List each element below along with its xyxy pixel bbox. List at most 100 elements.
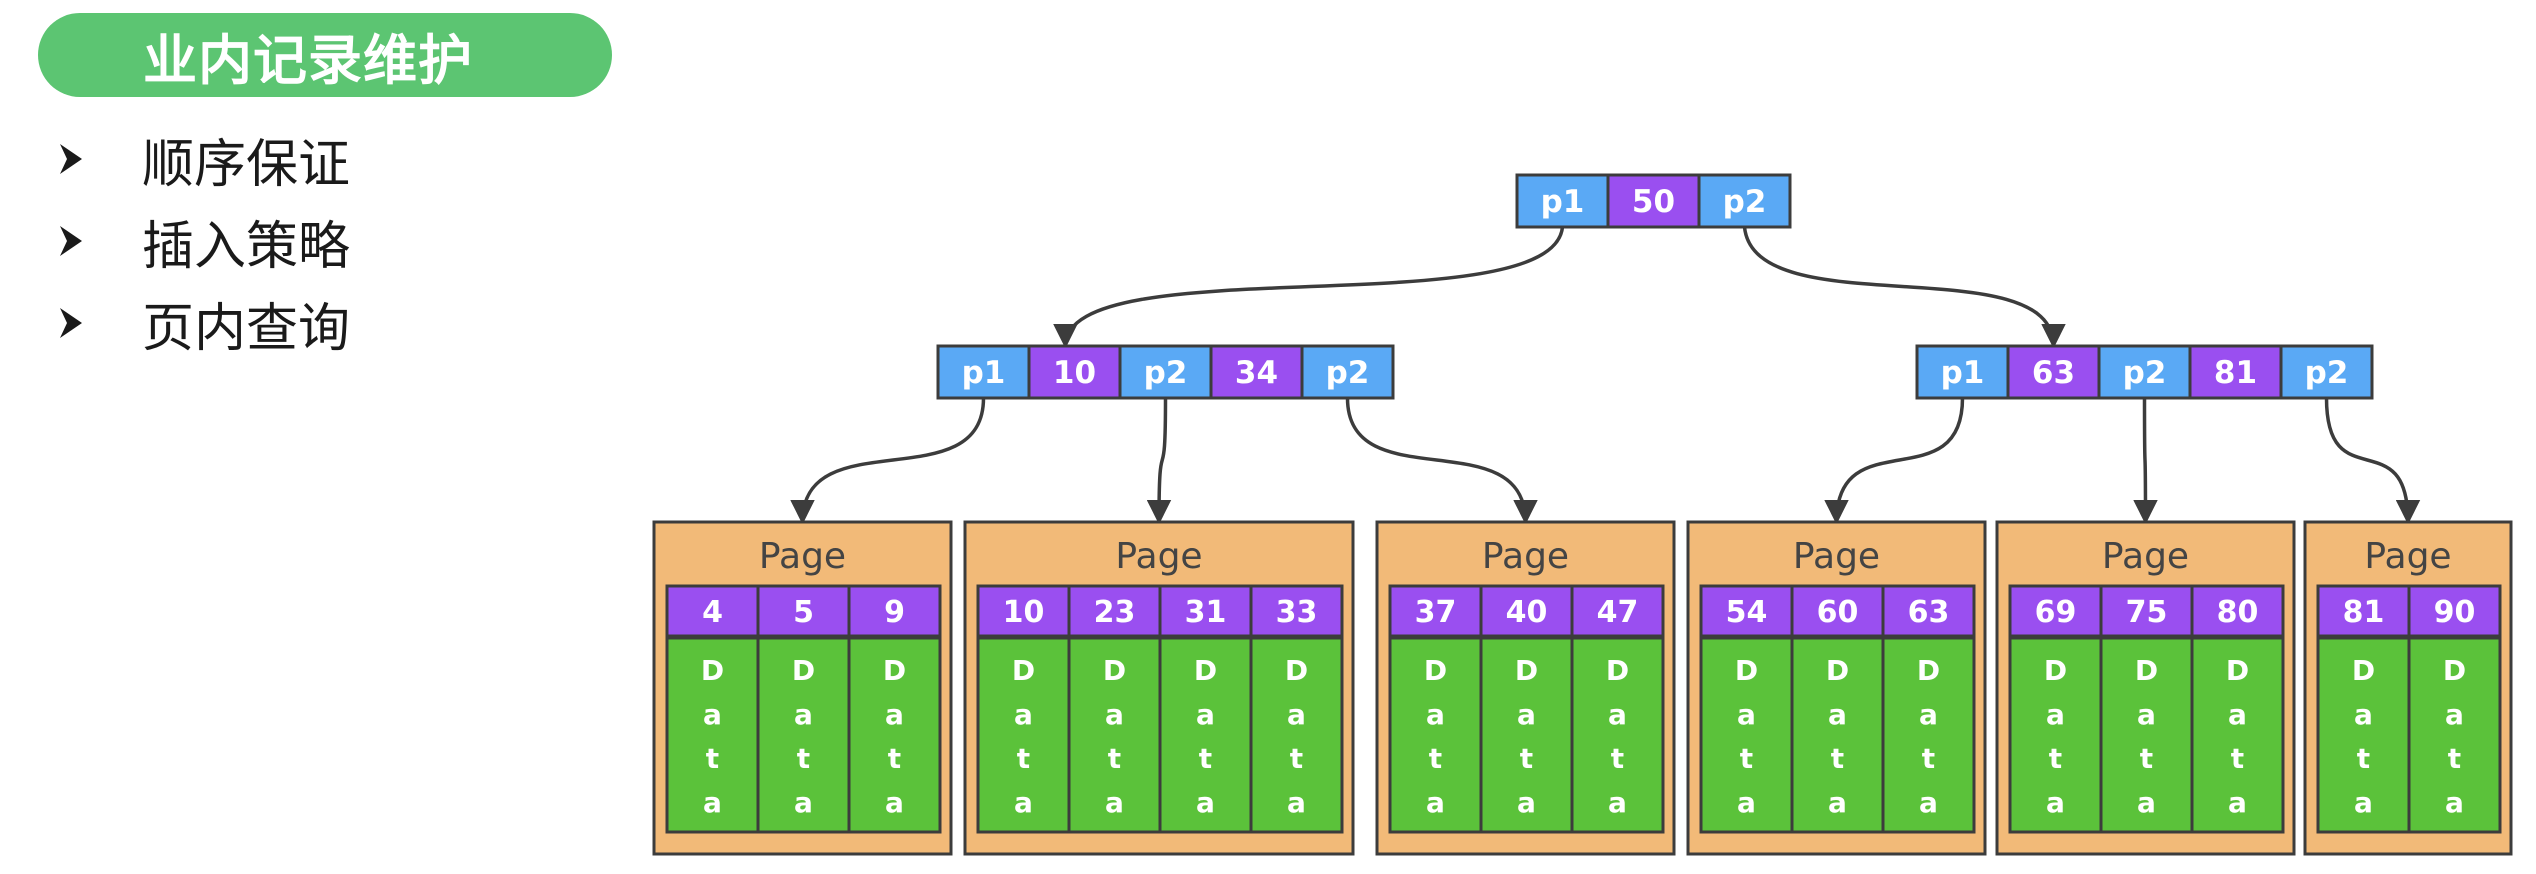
tree-edge [790,397,986,525]
record-data-letter: t [1290,742,1303,775]
pointer-label: p2 [1326,355,1370,391]
record-key-cell [1570,584,1665,638]
pointer-label: p2 [1723,184,1767,220]
record-data-letter: t [1831,742,1844,775]
tree-edge [1824,397,1965,525]
key-cell [1606,173,1701,229]
record-data-letter: t [797,742,810,775]
record-data-letter: t [1520,742,1533,775]
record-data-letter: D [1735,654,1758,687]
record-data-letter: D [701,654,724,687]
key-cell [2006,344,2101,400]
record-data-letter: a [1517,698,1536,731]
record-key-label: 33 [1276,595,1318,630]
page-label: Page [1793,536,1880,577]
record-data-letter: a [2228,786,2247,819]
page-label: Page [2364,536,2451,577]
record-data-letter: t [1017,742,1030,775]
record-key-label: 10 [1003,595,1045,630]
record-key-label: 75 [2126,595,2168,630]
bullet-label: 页内查询 [142,298,351,359]
bullet-item-order: 顺序保证 [60,118,350,200]
record-key-label: 37 [1415,595,1457,630]
record-data-cell [1479,636,1574,834]
record-data-letter: a [885,698,904,731]
record-data-cell [2190,636,2285,834]
record-data-letter: t [1740,742,1753,775]
record-data-letter: t [1611,742,1624,775]
record-data-letter: t [1108,742,1121,775]
record-key-cell [1881,584,1976,638]
record-data-letter: a [1737,698,1756,731]
record-data-cell [2316,636,2411,834]
bullet-item-search: 页内查询 [60,282,350,364]
key-label: 81 [2214,355,2257,391]
tree-edge [1146,397,1172,525]
record-key-cell [2407,584,2502,638]
pointer-label: p2 [1144,355,1188,391]
record-data-letter: a [1426,786,1445,819]
record-data-letter: D [792,654,815,687]
pointer-label: p1 [1541,184,1585,220]
record-key-cell [756,584,851,638]
record-data-letter: D [1194,654,1217,687]
record-key-label: 60 [1817,595,1859,630]
tree-edge [1742,226,2066,349]
record-data-letter: a [2046,786,2065,819]
tree-edge [1345,397,1538,525]
record-data-letter: D [1424,654,1447,687]
record-data-letter: t [2357,742,2370,775]
pointer-cell [1118,344,1213,400]
record-data-letter: D [1103,654,1126,687]
record-key-cell [2008,584,2103,638]
record-key-label: 90 [2434,595,2476,630]
record-data-letter: D [1285,654,1308,687]
record-data-letter: a [794,698,813,731]
record-data-letter: a [1828,698,1847,731]
record-data-letter: a [2137,786,2156,819]
record-data-letter: a [703,698,722,731]
bullet-list: 顺序保证 插入策略 页内查询 [60,118,350,364]
record-data-letter: a [1608,698,1627,731]
record-key-label: 69 [2035,595,2077,630]
record-data-cell [665,636,760,834]
bullet-label: 插入策略 [142,216,351,277]
record-key-label: 9 [884,595,905,630]
record-data-letter: a [1105,698,1124,731]
page-label: Page [1115,536,1202,577]
page-label: Page [1482,536,1569,577]
record-data-letter: a [1287,786,1306,819]
record-key-cell [1388,584,1483,638]
key-label: 10 [1053,355,1096,391]
record-key-cell [976,584,1071,638]
record-data-letter: a [1287,698,1306,731]
pointer-cell [2097,344,2192,400]
record-data-cell [1699,636,1794,834]
page-label: Page [2102,536,2189,577]
key-label: 50 [1632,184,1675,220]
record-key-label: 31 [1185,595,1227,630]
record-data-letter: D [883,654,906,687]
pointer-cell [2279,344,2374,400]
record-key-cell [847,584,942,638]
record-data-letter: D [2044,654,2067,687]
record-data-letter: a [1196,786,1215,819]
arrow-bullet-icon [60,226,82,256]
pointer-cell [1300,344,1395,400]
page-label: Page [759,536,846,577]
bullet-label: 顺序保证 [142,134,351,195]
pointer-label: p1 [962,355,1006,391]
leaf-pages: Page4Data5Data9DataPage10Data23Data31Dat… [652,520,2513,856]
record-data-letter: t [1429,742,1442,775]
record-data-letter: t [2049,742,2062,775]
record-data-cell [1881,636,1976,834]
record-data-letter: t [2231,742,2244,775]
tree-edge [2324,397,2421,525]
